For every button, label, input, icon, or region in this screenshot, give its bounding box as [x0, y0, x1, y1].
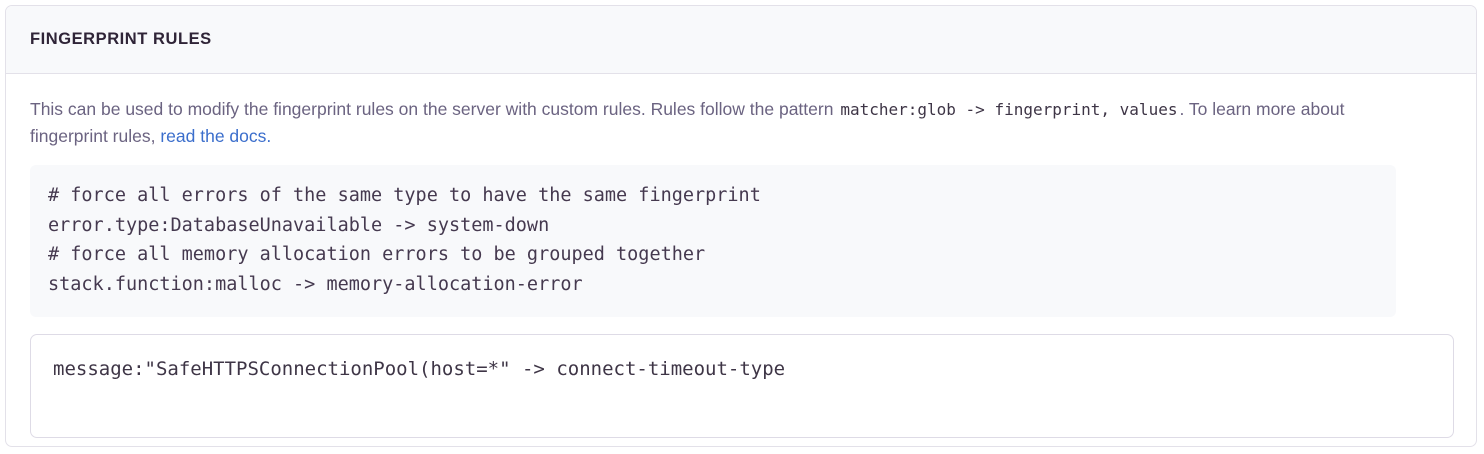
fingerprint-rules-input[interactable] [30, 334, 1454, 438]
panel-description: This can be used to modify the fingerpri… [30, 96, 1390, 149]
description-text-before: This can be used to modify the fingerpri… [30, 99, 839, 119]
read-the-docs-link[interactable]: read the docs [160, 126, 267, 146]
example-rules-code-block: # force all errors of the same type to h… [30, 165, 1396, 317]
panel-body: This can be used to modify the fingerpri… [6, 74, 1476, 438]
panel-header: FINGERPRINT RULES [6, 6, 1476, 74]
description-text-end: . [266, 126, 272, 146]
description-text-after: . To learn more about fingerprint rules, [30, 99, 1345, 146]
fingerprint-rules-panel: FINGERPRINT RULES This can be used to mo… [5, 5, 1477, 447]
inline-code-pattern: matcher:glob -> fingerprint, values [840, 100, 1178, 119]
page-title: FINGERPRINT RULES [30, 30, 212, 49]
